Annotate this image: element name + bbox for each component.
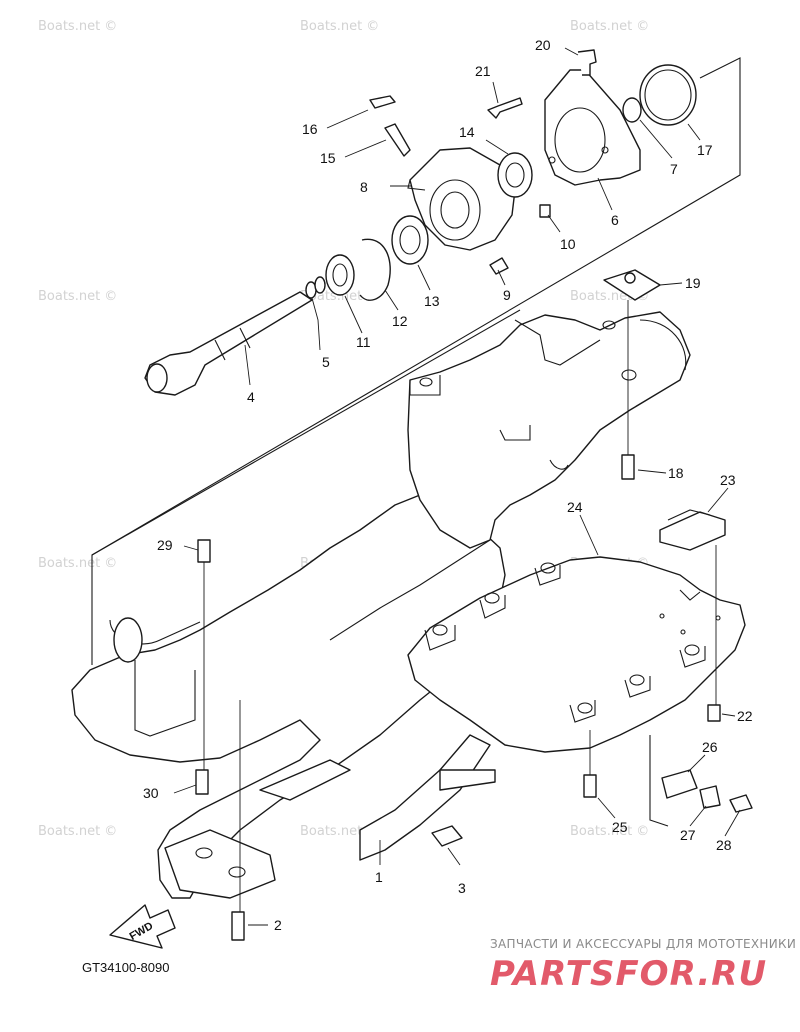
part-27-plate [699, 785, 721, 809]
part-14-bearing [497, 152, 533, 198]
callout-5: 5 [322, 354, 330, 370]
callout-16: 16 [302, 121, 318, 137]
callout-8: 8 [360, 179, 368, 195]
callout-1: 1 [375, 869, 383, 885]
alignment-lines [203, 300, 717, 912]
bolts [195, 95, 753, 941]
part-3-pad [431, 825, 463, 847]
brand-name: PARTSFOR.RU [490, 954, 767, 994]
callout-4: 4 [247, 389, 255, 405]
callout-12: 12 [392, 313, 408, 329]
frame-lines [91, 57, 741, 665]
callout-30: 30 [143, 785, 159, 801]
watermark: Boats.net © [38, 19, 117, 34]
part-24-plate [407, 556, 746, 753]
callout-9: 9 [503, 287, 511, 303]
part-30-bolt [195, 769, 209, 795]
callout-29: 29 [157, 537, 173, 553]
part-16-pin [369, 95, 396, 109]
callouts: 1 2 3 4 5 6 7 8 9 10 11 12 13 14 15 16 1… [143, 37, 753, 933]
callout-11: 11 [356, 334, 371, 350]
part-2-bolt [231, 911, 245, 941]
pump-housing [407, 311, 691, 549]
callout-18: 18 [668, 465, 684, 481]
callout-22: 22 [737, 708, 753, 724]
callout-17: 17 [697, 142, 713, 158]
watermark: Boats.net © [38, 824, 117, 839]
part-5-rings [305, 276, 326, 299]
watermark: Boats.net © [570, 824, 649, 839]
part-26-block [661, 769, 698, 799]
callout-15: 15 [320, 150, 336, 166]
part-17-oring [639, 64, 697, 126]
callout-2: 2 [274, 917, 282, 933]
callout-6: 6 [611, 212, 619, 228]
callout-3: 3 [458, 880, 466, 896]
part-11-seal [325, 254, 355, 296]
part-9-bolt [489, 257, 509, 275]
callout-14: 14 [459, 124, 475, 140]
callout-24: 24 [567, 499, 583, 515]
part-21-bolt [487, 97, 523, 119]
brand-tagline: ЗАПЧАСТИ И АКСЕССУАРЫ ДЛЯ МОТОТЕХНИКИ [490, 937, 796, 951]
watermark: Boats.net © [300, 19, 379, 34]
part-28-bolt [729, 794, 753, 813]
callout-10: 10 [560, 236, 576, 252]
callout-19: 19 [685, 275, 701, 291]
fwd-arrow: FWD [109, 904, 176, 949]
part-6-cover [544, 69, 641, 186]
part-7-oring [622, 97, 642, 123]
part-25-bolt [583, 774, 597, 798]
part-12-circlip [359, 238, 391, 301]
watermark: Boats.net © [570, 19, 649, 34]
callout-28: 28 [716, 837, 732, 853]
watermark: Boats.net © [38, 556, 117, 571]
part-4-shaft [144, 291, 313, 396]
part-29-bolt [197, 539, 211, 563]
callout-21: 21 [475, 63, 491, 79]
part-20-clip [577, 49, 597, 76]
part-13-bearing [391, 215, 429, 265]
part-15-bolt [384, 123, 411, 157]
brand-logo: ЗАПЧАСТИ И АКСЕССУАРЫ ДЛЯ МОТОТЕХНИКИ PA… [490, 937, 796, 994]
part-23-bracket [659, 509, 726, 551]
part-18-bolt [621, 454, 635, 480]
callout-13: 13 [424, 293, 440, 309]
callout-20: 20 [535, 37, 551, 53]
callout-23: 23 [720, 472, 736, 488]
watermark: Boats.net © [38, 289, 117, 304]
callout-27: 27 [680, 827, 696, 843]
callout-26: 26 [702, 739, 718, 755]
part-10-pin [539, 204, 551, 218]
part-1-duct [71, 494, 506, 899]
callout-7: 7 [670, 161, 678, 177]
leader-lines [173, 47, 741, 926]
part-8-bearing-housing [407, 147, 516, 251]
callout-25: 25 [612, 819, 628, 835]
diagram-code: GT34100-8090 [82, 960, 169, 975]
part-22-bolt [707, 704, 721, 722]
